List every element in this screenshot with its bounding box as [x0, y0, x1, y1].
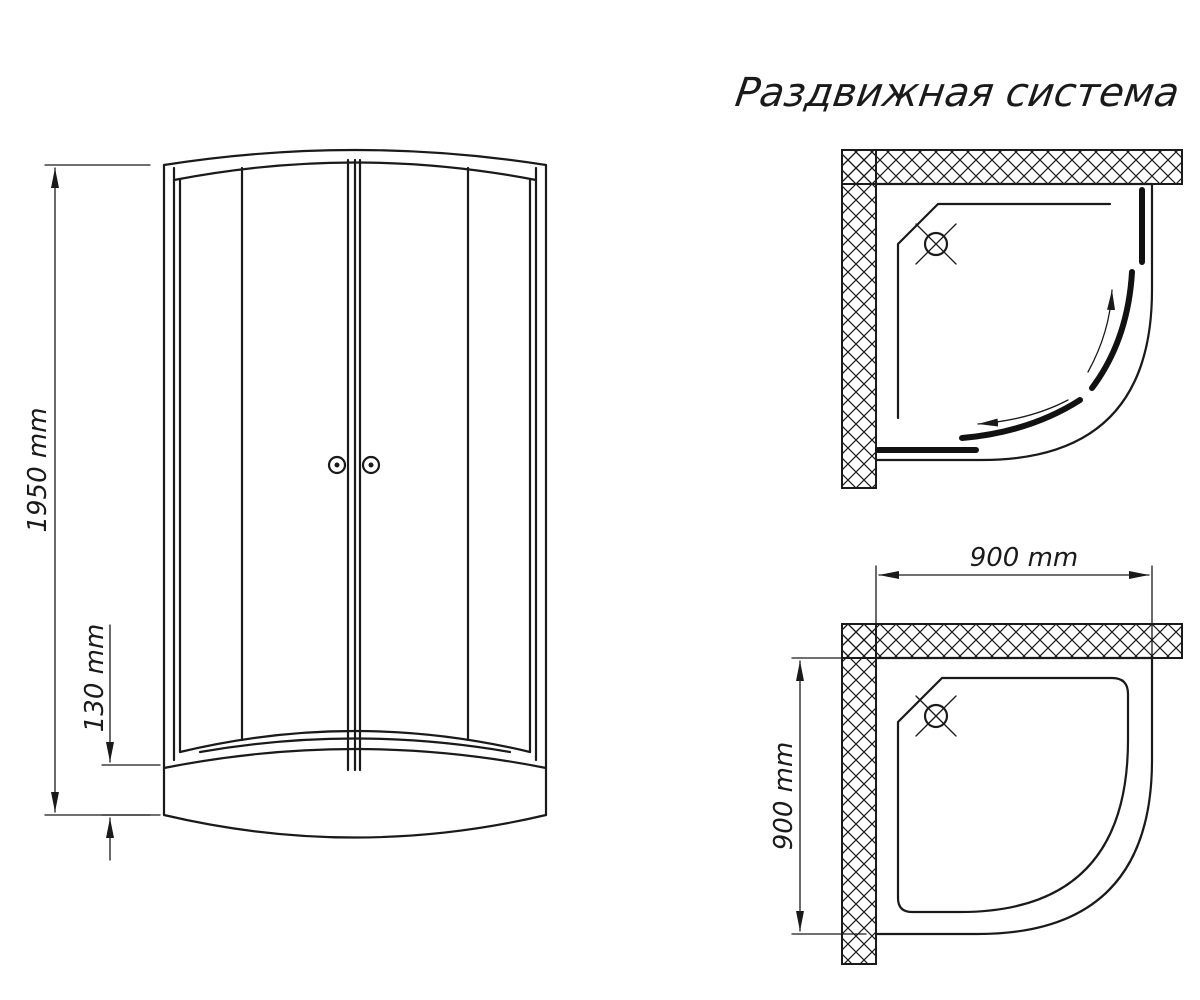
dimension-tray-height-label: 130 mm — [80, 624, 110, 733]
drain-icon — [915, 695, 957, 737]
door-handle-right — [361, 455, 381, 475]
tray-plan-view — [841, 623, 1183, 965]
dimension-total-height: 1950 mm — [23, 164, 151, 816]
dimension-width-label: 900 mm — [970, 543, 1079, 573]
dimension-depth-label: 900 mm — [769, 742, 799, 851]
dimension-width: 900 mm — [875, 543, 1153, 661]
door-handle-left — [327, 455, 347, 475]
sliding-system-plan-view — [841, 149, 1183, 489]
front-elevation-view — [162, 148, 548, 839]
dimension-tray-height: 130 mm — [80, 624, 161, 861]
dimension-depth: 900 mm — [769, 657, 867, 935]
dimension-total-height-label: 1950 mm — [23, 407, 53, 532]
drain-icon — [915, 223, 957, 265]
drawing-title: Раздвижная система — [732, 70, 1182, 116]
